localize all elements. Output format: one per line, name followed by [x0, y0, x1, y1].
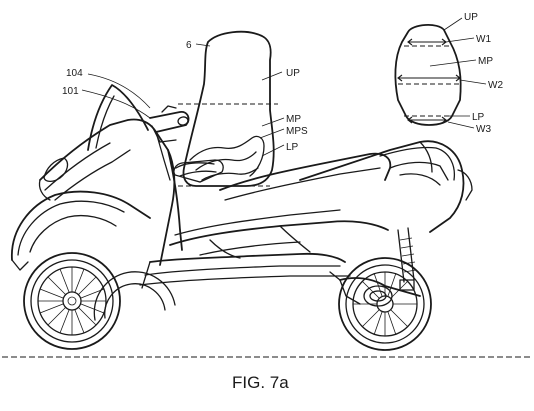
rear-seat [219, 152, 392, 191]
label-ref-6: 6 [186, 40, 192, 51]
inset-label-lp: LP [472, 112, 485, 123]
label-lp: LP [286, 142, 299, 153]
figure-caption: FIG. 7a [232, 373, 289, 392]
handlebar [149, 105, 190, 143]
windscreen [87, 84, 149, 151]
inset-label-w2: W2 [488, 80, 503, 91]
front-shield [39, 118, 176, 266]
label-mp: MP [286, 114, 301, 125]
floorboard [149, 252, 346, 263]
label-up: UP [286, 68, 300, 79]
inset-label-up: UP [464, 12, 478, 23]
leader-lines [81, 43, 285, 157]
front-fender [11, 190, 151, 261]
rear-shock [397, 227, 417, 291]
scooter-drawing [2, 30, 530, 358]
rear-wheel [338, 257, 432, 351]
inset-label-mp: MP [478, 56, 493, 67]
label-mps: MPS [286, 126, 308, 137]
inset-label-w1: W1 [476, 34, 491, 45]
helmet-illustration [173, 159, 224, 183]
inset-label-w3: W3 [476, 124, 491, 135]
leg-shield [167, 149, 183, 251]
label-ref-101: 101 [62, 86, 79, 97]
front-wheel [23, 252, 121, 350]
swing-arm [339, 277, 421, 297]
seat-cross-section-inset [394, 17, 487, 129]
rear-body [299, 140, 465, 233]
headlight [43, 157, 69, 183]
label-ref-104: 104 [66, 68, 83, 79]
seat-outline [178, 30, 278, 187]
